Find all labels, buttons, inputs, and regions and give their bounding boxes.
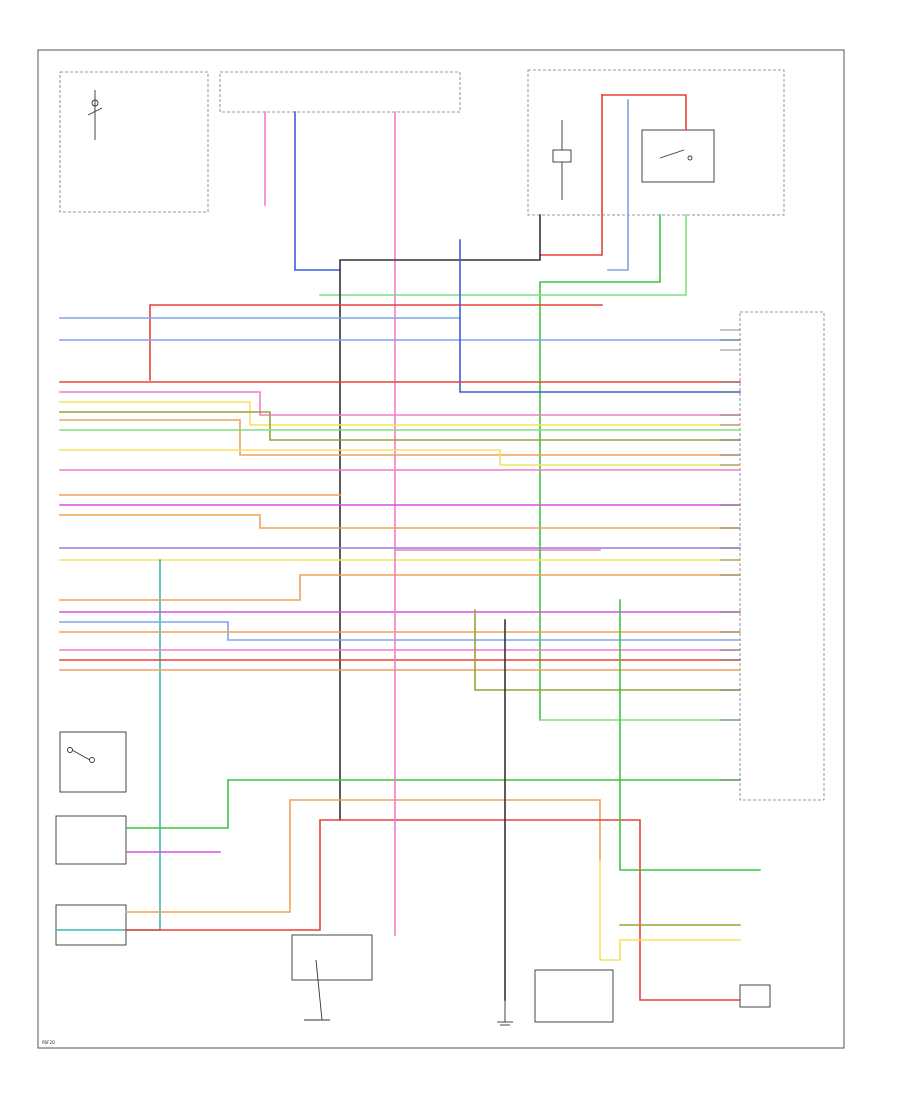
wire-red-horizontal xyxy=(149,304,603,381)
wire-yellow-lower xyxy=(599,859,741,961)
sensor-connector-icon xyxy=(534,969,614,1023)
pcm-pin-ticks xyxy=(720,329,740,781)
wire-lightblue-row xyxy=(59,621,741,641)
wire-pink-row xyxy=(59,391,741,416)
wire-yellow-row xyxy=(59,401,741,426)
wire-orange-row-4 xyxy=(59,574,741,601)
wire-lightgreen-lower xyxy=(125,779,229,829)
footer-page-code: PBF2D xyxy=(42,1040,55,1045)
diagram-frame xyxy=(37,49,845,1049)
wire-black-relay xyxy=(339,214,541,821)
powertrain-relay-box xyxy=(527,69,785,216)
wire-red-lower xyxy=(125,819,741,1001)
fuse-block-box xyxy=(219,71,461,113)
oxygen-sensor-icon xyxy=(739,984,771,1008)
relay-coil-icon xyxy=(552,120,572,200)
ignition-switch-box xyxy=(59,71,209,213)
ground-icon xyxy=(497,1000,513,1026)
wire-olive-row xyxy=(59,411,741,441)
park-neutral-switch-icon xyxy=(59,731,127,793)
wire-olive-lower xyxy=(474,609,741,691)
wire-pink-main-vertical xyxy=(394,111,601,551)
wire-red-long xyxy=(539,94,603,256)
wire-yellow-row-2 xyxy=(59,449,741,466)
pcm-connector-box xyxy=(739,311,825,801)
relay-switch-icon xyxy=(641,129,715,183)
wire-teal-row xyxy=(55,559,161,931)
data-link-connector-icon xyxy=(291,934,373,1021)
ignition-switch-icon xyxy=(87,90,103,140)
wire-blue-vertical xyxy=(294,111,341,271)
wire-lightgreen-relay xyxy=(319,214,687,296)
wire-red-top xyxy=(601,94,687,131)
wire-green-relay xyxy=(539,214,661,721)
wire-orange-row-3 xyxy=(59,514,741,529)
wire-blue-mid xyxy=(459,239,741,393)
wire-orange-lower xyxy=(125,799,601,913)
vehicle-speed-sensor-icon xyxy=(55,815,127,946)
wire-green-right xyxy=(619,599,761,871)
wire-lightblue-relay xyxy=(607,99,629,271)
wire-orange-row xyxy=(59,419,741,456)
